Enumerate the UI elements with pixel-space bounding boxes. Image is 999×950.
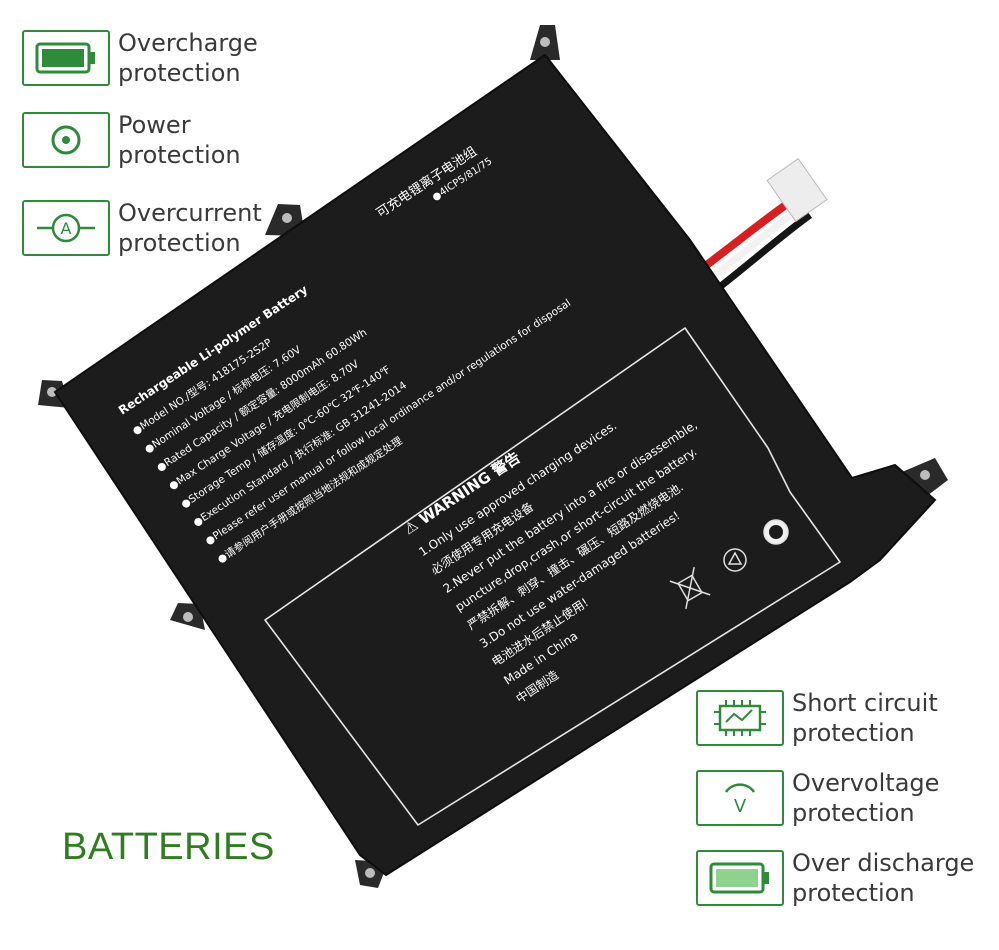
feature-over-discharge: Over discharge protection <box>696 848 974 908</box>
pb-recycle-icon <box>763 519 789 545</box>
feature-label: Overcharge protection <box>118 29 258 87</box>
crossed-bin-icon <box>669 566 711 610</box>
feature-overvoltage: V Overvoltage protection <box>696 768 939 828</box>
brand-text: BATTERIES <box>62 826 275 868</box>
voltage-icon: V <box>696 770 784 826</box>
feature-short-circuit: Short circuit protection <box>696 688 938 748</box>
battery-low-icon <box>696 850 784 906</box>
ammeter-icon: A <box>22 200 110 256</box>
battery-cable <box>697 157 828 296</box>
svg-text:A: A <box>61 219 72 238</box>
feature-overcurrent: A Overcurrent protection <box>22 198 262 258</box>
power-icon <box>22 112 110 168</box>
feature-overcharge: Overcharge protection <box>22 28 258 88</box>
battery-full-icon <box>22 30 110 86</box>
feature-label: Overcurrent protection <box>118 199 262 257</box>
battery-body <box>53 53 937 877</box>
disposal-icons <box>669 519 789 610</box>
feature-label: Short circuit protection <box>792 689 938 747</box>
feature-label: Power protection <box>118 111 241 169</box>
warning-box <box>264 327 841 826</box>
feature-power: Power protection <box>22 110 241 170</box>
svg-text:V: V <box>734 796 747 817</box>
circuit-board-icon <box>696 690 784 746</box>
feature-label: Over discharge protection <box>792 849 975 907</box>
recycle-icon <box>723 548 747 572</box>
feature-label: Overvoltage protection <box>792 769 940 827</box>
